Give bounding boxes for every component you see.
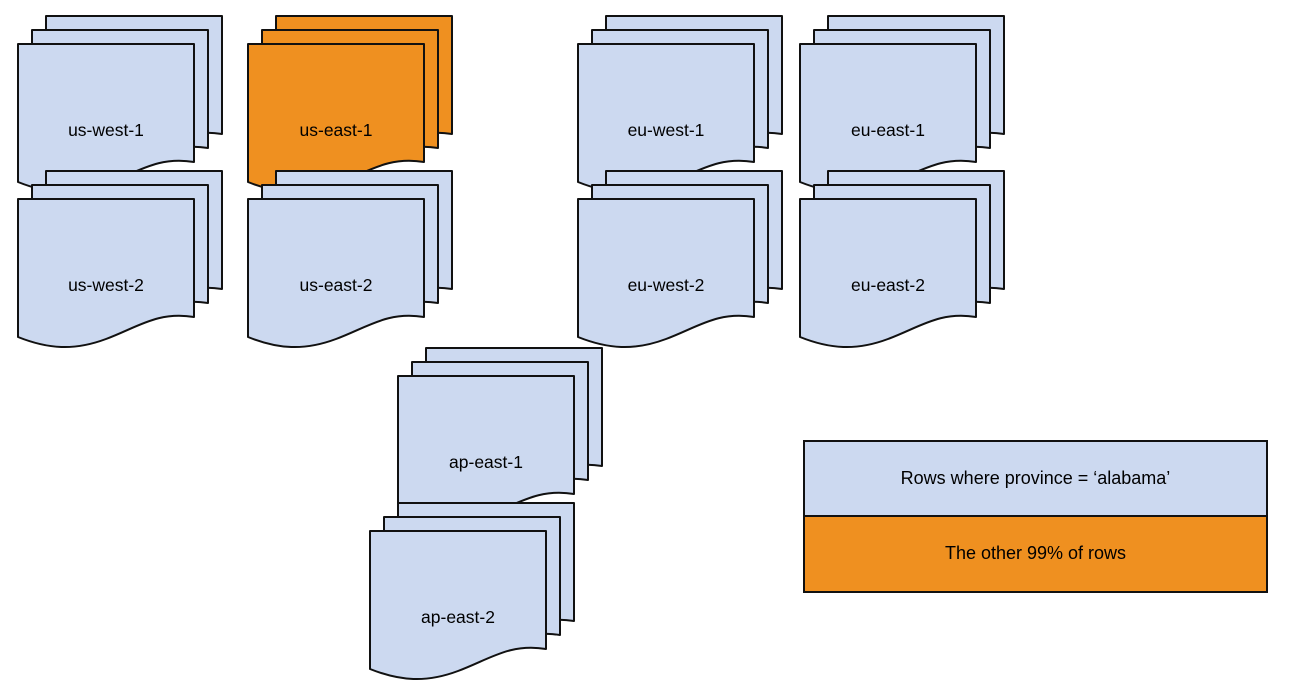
document-sheet-front	[799, 43, 977, 193]
document-sheet-front	[577, 43, 755, 193]
document-stack-us-east-1[interactable]: us-east-1	[247, 15, 478, 196]
document-sheet-front	[247, 198, 425, 348]
document-sheet-front	[397, 375, 575, 525]
document-stack-shape-us-east-1	[247, 15, 453, 193]
document-sheet-front	[369, 530, 547, 680]
document-stack-ap-east-1[interactable]: ap-east-1	[397, 347, 628, 528]
legend-row-legend-orange: The other 99% of rows	[805, 516, 1266, 591]
document-stack-shape-eu-east-2	[799, 170, 1005, 348]
document-sheet-front	[247, 43, 425, 193]
document-stack-shape-eu-east-1	[799, 15, 1005, 193]
legend-label-legend-orange: The other 99% of rows	[944, 543, 1127, 564]
document-sheet-front	[799, 198, 977, 348]
document-stack-shape-eu-west-2	[577, 170, 783, 348]
legend-label-legend-blue: Rows where province = ‘alabama’	[900, 467, 1171, 488]
document-stack-shape-us-west-2	[17, 170, 223, 348]
document-stack-us-west-2[interactable]: us-west-2	[17, 170, 248, 351]
document-sheet-front	[17, 198, 195, 348]
document-stack-eu-east-1[interactable]: eu-east-1	[799, 15, 1030, 196]
legend-row-legend-blue: Rows where province = ‘alabama’	[805, 442, 1266, 517]
document-stack-ap-east-2[interactable]: ap-east-2	[369, 502, 600, 683]
document-stack-eu-east-2[interactable]: eu-east-2	[799, 170, 1030, 351]
document-stack-shape-ap-east-2	[369, 502, 575, 680]
document-sheet-front	[17, 43, 195, 193]
document-sheet-front	[577, 198, 755, 348]
document-stack-shape-us-east-2	[247, 170, 453, 348]
document-stack-us-east-2[interactable]: us-east-2	[247, 170, 478, 351]
document-stack-eu-west-1[interactable]: eu-west-1	[577, 15, 808, 196]
legend: Rows where province = ‘alabama’ The other…	[803, 440, 1268, 593]
document-stack-us-west-1[interactable]: us-west-1	[17, 15, 248, 196]
document-stack-eu-west-2[interactable]: eu-west-2	[577, 170, 808, 351]
